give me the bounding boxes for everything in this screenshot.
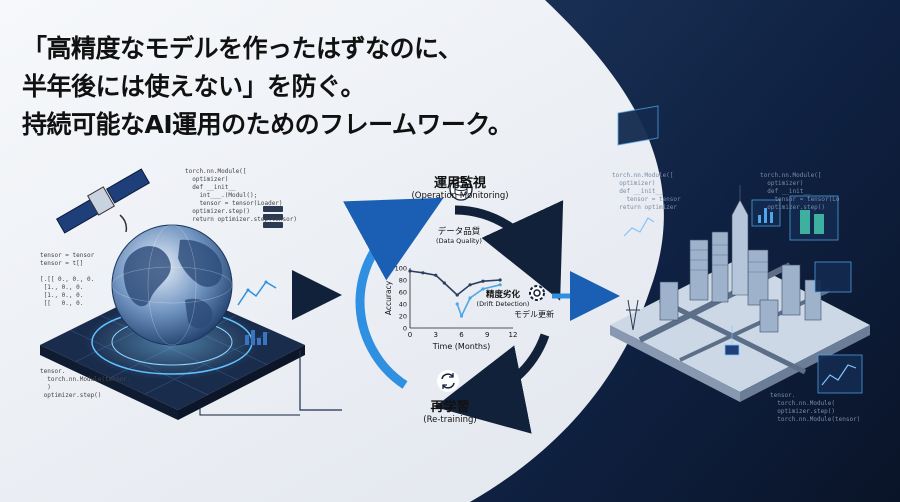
- model-update-label: モデル更新: [514, 310, 554, 319]
- data-point: [481, 287, 485, 291]
- data-point: [498, 278, 502, 282]
- y-tick-label: 100: [395, 265, 407, 273]
- satellite-icon: [55, 168, 151, 234]
- headline-line-2: 半年後には使えない」を防ぐ。: [22, 72, 366, 101]
- headline-line-3: 持続可能なAI運用のためのフレームワーク。: [22, 110, 513, 139]
- lifecycle-diagram: [343, 197, 564, 434]
- headline: 「高精度なモデルを作ったはずなのに、 半年後には使えない」を防ぐ。 持続可能なA…: [22, 30, 582, 144]
- code-snippet: tensor = tensor tensor = t[] [.[[ 0., 0.…: [40, 252, 95, 307]
- x-axis-label: Time (Months): [432, 342, 491, 351]
- data-quality-label: データ品質 (Data Quality): [436, 227, 482, 245]
- code-snippet: torch.nn.Module([ optimizer) def __init_…: [760, 172, 840, 211]
- data-point: [455, 302, 459, 306]
- code-snippet: tensor. torch.nn.Module( optimizer.step(…: [770, 392, 861, 423]
- series-line: [409, 270, 501, 297]
- data-point: [442, 281, 446, 285]
- drift-label: 精度劣化 (Drift Detection): [476, 290, 530, 308]
- x-tick-label: 0: [408, 331, 412, 339]
- y-tick-label: 0: [403, 325, 407, 333]
- data-point: [408, 269, 412, 273]
- gear-icon: [529, 285, 545, 301]
- smart-city-illustration: [610, 105, 870, 402]
- x-tick-label: 12: [509, 331, 518, 339]
- data-point: [459, 314, 464, 318]
- code-snippet: tensor. torch.nn.Module(tensor. ) optimi…: [40, 368, 131, 399]
- data-point: [498, 283, 502, 287]
- data-point: [468, 296, 472, 300]
- headline-line-1: 「高精度なモデルを作ったはずなのに、: [22, 34, 463, 63]
- database-icon: [449, 177, 473, 201]
- y-tick-label: 80: [399, 277, 407, 285]
- x-tick-label: 9: [485, 331, 489, 339]
- y-axis-label: Accuracy: [384, 280, 393, 315]
- data-point: [434, 273, 438, 277]
- data-point: [455, 293, 459, 297]
- data-point: [468, 283, 472, 287]
- monitoring-label: 運用監視 (Operation Monitoring): [411, 176, 509, 201]
- globe-platform-illustration: [40, 168, 342, 420]
- x-tick-label: 6: [459, 331, 464, 339]
- y-tick-label: 60: [399, 289, 407, 297]
- refresh-icon: [437, 370, 459, 392]
- retraining-label: 再学習 (Re-training): [423, 400, 477, 425]
- y-tick-label: 20: [399, 313, 407, 321]
- data-point: [481, 279, 485, 283]
- database-stack-icon: [263, 206, 283, 228]
- code-snippet: torch.nn.Module([ optimizer) def __init_…: [612, 172, 681, 211]
- data-point: [421, 271, 425, 275]
- x-tick-label: 3: [434, 331, 438, 339]
- code-snippet: torch.nn.Module([ optimizer) def __init_…: [185, 168, 297, 223]
- y-tick-label: 40: [399, 301, 407, 309]
